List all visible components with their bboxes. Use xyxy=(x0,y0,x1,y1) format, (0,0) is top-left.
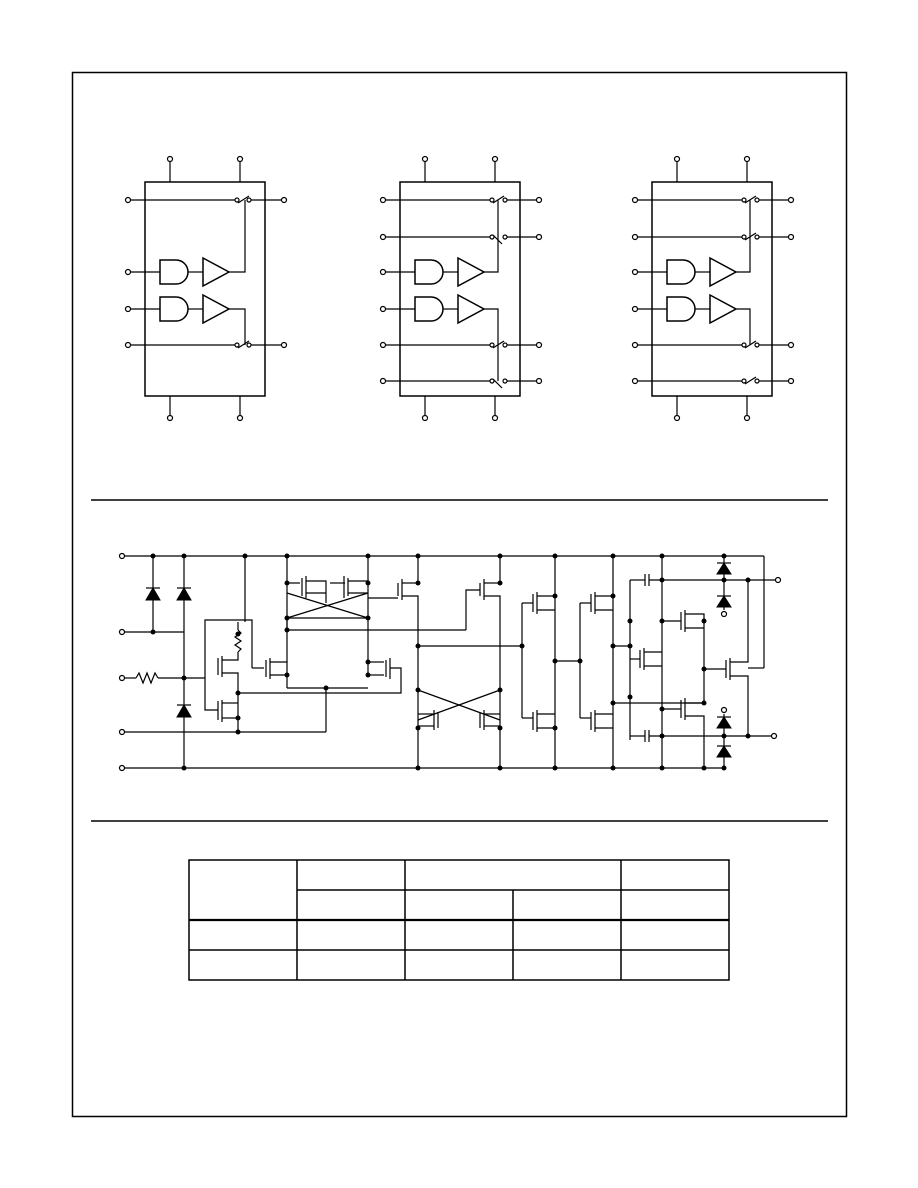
functional-diagram-1 xyxy=(124,155,288,422)
pin-top-left xyxy=(166,155,174,163)
and-gate-icon xyxy=(414,259,444,285)
diode-icon xyxy=(176,704,192,718)
schematic xyxy=(118,552,782,772)
output-pin-2 xyxy=(770,732,778,740)
outer-frame xyxy=(71,71,848,1118)
resistor-icon xyxy=(233,629,243,653)
and-gate-icon xyxy=(666,259,696,285)
and-gate-icon xyxy=(666,296,696,322)
switch-1a xyxy=(237,195,250,204)
ic-body-2 xyxy=(399,181,521,397)
ic-body-1 xyxy=(144,181,266,397)
buffer-icon xyxy=(202,293,231,325)
diode-icon xyxy=(145,587,161,601)
buffer-icon xyxy=(202,256,231,288)
functional-diagram-2 xyxy=(379,155,543,422)
switch-1b xyxy=(237,340,250,349)
resistor-icon xyxy=(135,671,159,685)
buffer-icon xyxy=(457,256,486,288)
buffer-icon xyxy=(709,293,738,325)
functional-diagram-3 xyxy=(631,155,795,422)
pin-top-right xyxy=(236,155,244,163)
buffer-icon xyxy=(457,293,486,325)
ic-body-3 xyxy=(651,181,773,397)
and-gate-icon xyxy=(159,296,189,322)
output-pin-1 xyxy=(774,576,782,584)
and-gate-icon xyxy=(159,259,189,285)
pin-bottom-left xyxy=(166,414,174,422)
diode-icon xyxy=(716,595,732,608)
pin-bottom-right xyxy=(236,414,244,422)
and-gate-icon xyxy=(414,296,444,322)
truth-table xyxy=(188,859,730,981)
diode-icon xyxy=(716,562,732,575)
diode-icon xyxy=(176,587,192,601)
buffer-icon xyxy=(709,256,738,288)
